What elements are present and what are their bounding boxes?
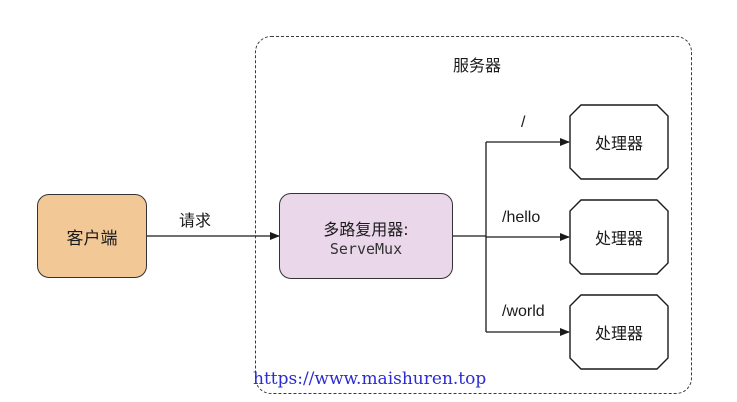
- handler-node-root: 处理器: [569, 104, 669, 180]
- client-node: 客户端: [37, 194, 147, 278]
- route-label-hello: /hello: [502, 209, 541, 226]
- mux-subtitle: ServeMux: [329, 240, 403, 258]
- server-title: 服务器: [452, 56, 501, 75]
- mux-title: 多路复用器:: [323, 220, 409, 239]
- server-boundary: [255, 36, 692, 394]
- handler-label: 处理器: [594, 324, 643, 343]
- handler-label: 处理器: [594, 229, 643, 248]
- request-label: 请求: [179, 211, 212, 230]
- mux-node: 多路复用器: ServeMux: [279, 193, 453, 279]
- handler-node-world: 处理器: [569, 294, 669, 370]
- route-label-root: /: [521, 114, 526, 131]
- route-label-world: /world: [502, 303, 545, 320]
- client-label: 客户端: [66, 228, 118, 249]
- watermark-link[interactable]: https://www.maishuren.top: [253, 369, 487, 389]
- handler-node-hello: 处理器: [569, 199, 669, 275]
- handler-label: 处理器: [594, 134, 643, 153]
